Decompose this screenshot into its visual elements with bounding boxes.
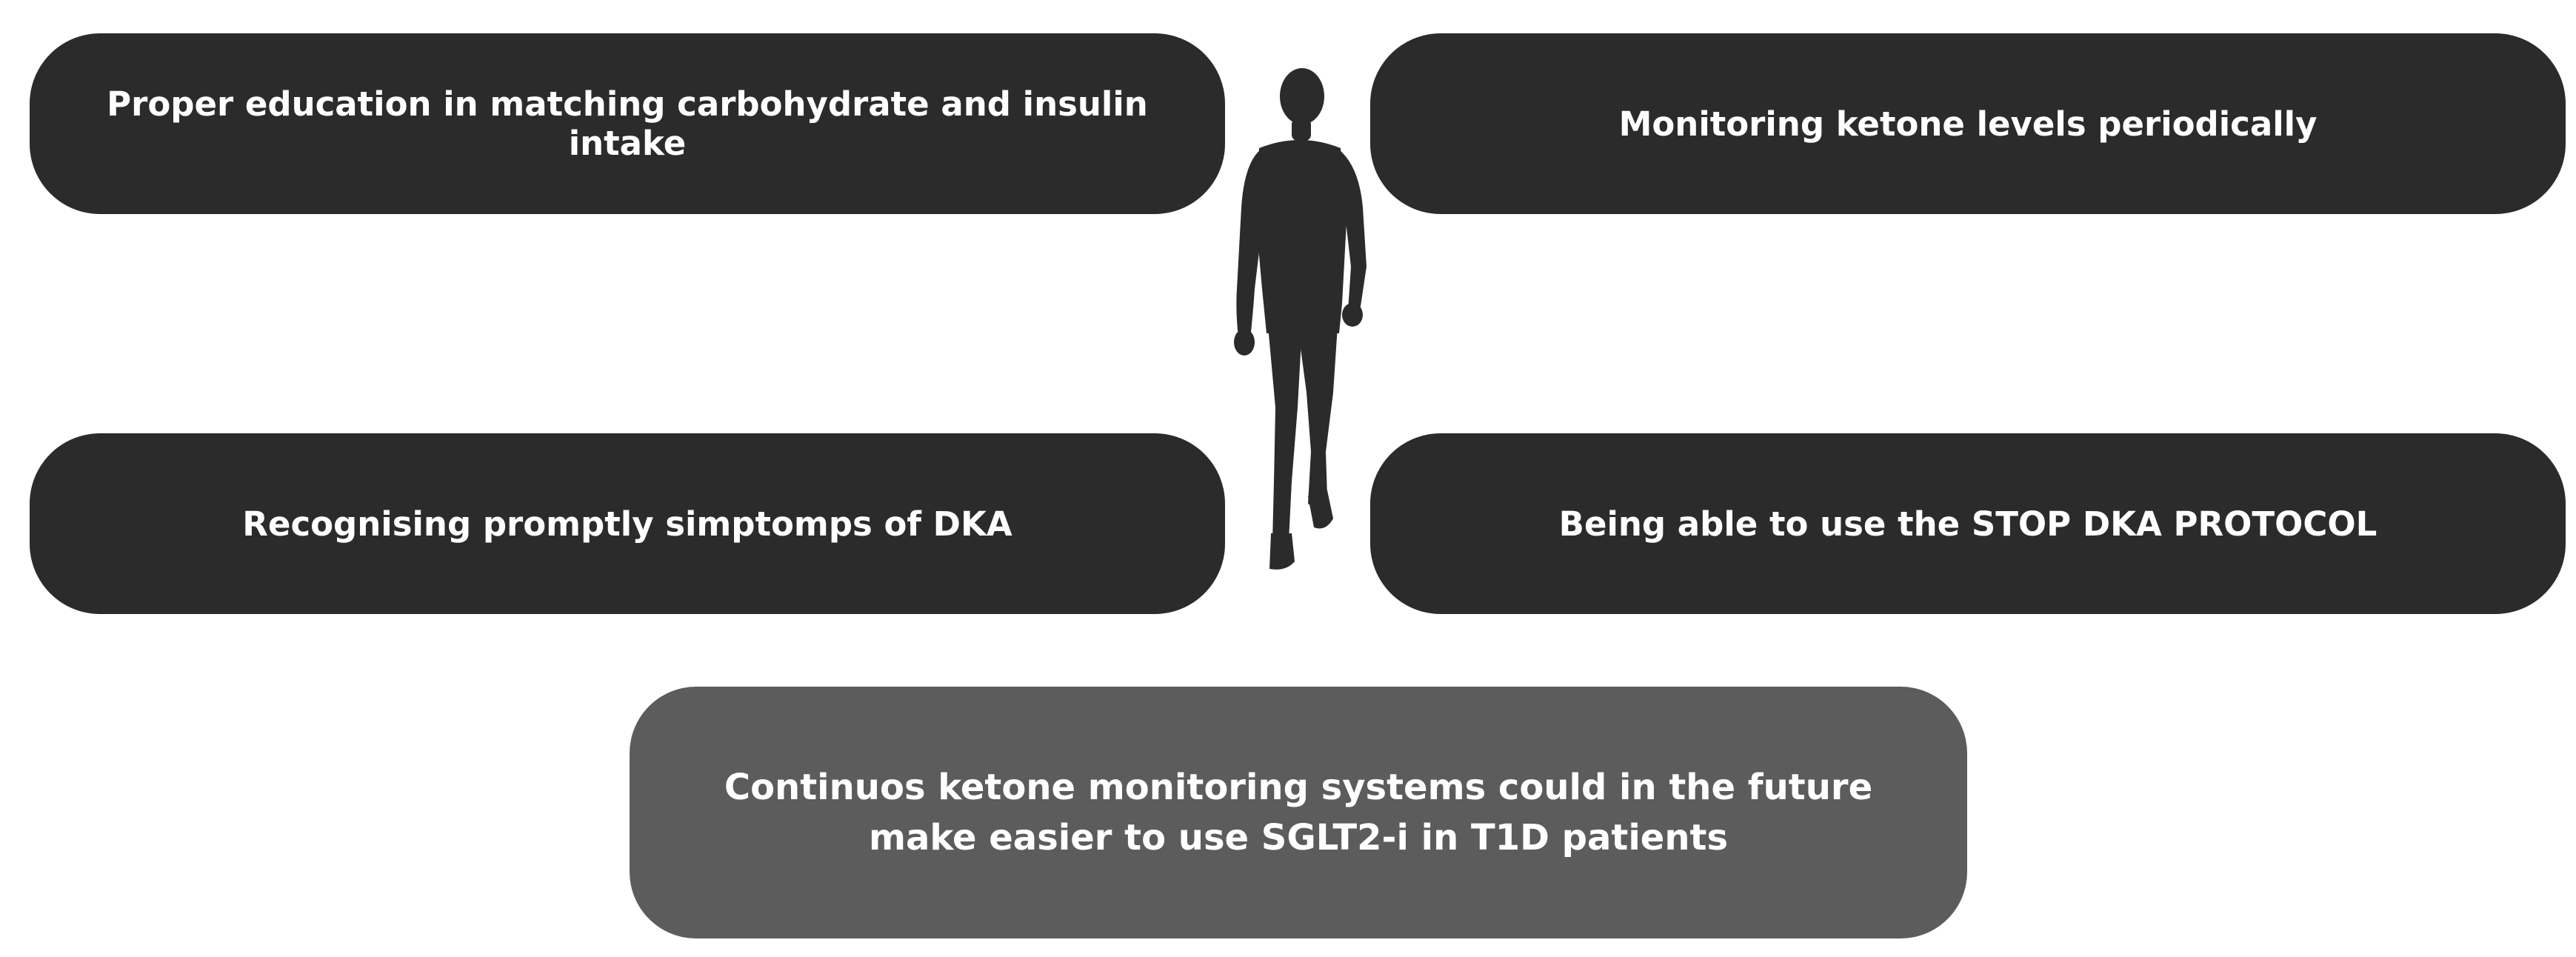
box-stop-dka-protocol-label: Being able to use the STOP DKA PROTOCOL [1558,504,2378,544]
box-continuous-ketone-monitoring: Continuos ketone monitoring systems coul… [630,687,1967,938]
box-dka-symptoms-label: Recognising promptly simptomps of DKA [242,504,1012,544]
walking-person-silhouette-icon [1234,68,1367,570]
box-ketone-monitoring: Monitoring ketone levels periodically [1370,33,2566,214]
box-ketone-monitoring-label: Monitoring ketone levels periodically [1618,104,2318,144]
box-continuous-ketone-monitoring-label: Continuos ketone monitoring systems coul… [724,767,1873,858]
box-dka-symptoms: Recognising promptly simptomps of DKA [30,433,1225,614]
box-carbohydrate-insulin-education: Proper education in matching carbohydrat… [30,33,1225,214]
box-stop-dka-protocol: Being able to use the STOP DKA PROTOCOL [1370,433,2566,614]
box-carbohydrate-insulin-education-label: Proper education in matching carbohydrat… [107,84,1148,163]
